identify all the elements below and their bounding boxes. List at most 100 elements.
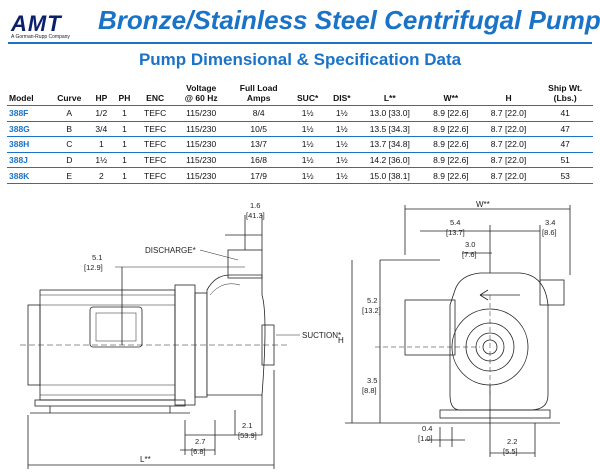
dim-c-in: 3.0 xyxy=(465,240,475,249)
column-header: Ship Wt.(Lbs.) xyxy=(537,82,593,106)
table-cell: 1 xyxy=(112,120,136,138)
column-header-text: SUC* xyxy=(297,93,319,103)
table-cell: TEFC xyxy=(136,151,175,169)
dim-f-in: 0.4 xyxy=(422,424,432,433)
table-cell: 8.9 [22.6] xyxy=(422,151,480,169)
table-cell: 115/230 xyxy=(174,151,229,169)
table-cell: 8.7 [22.0] xyxy=(479,136,538,153)
table-cell: 2 xyxy=(89,167,113,184)
column-header: Model xyxy=(7,82,49,106)
dim-top-mm: [41.3] xyxy=(246,211,265,220)
amt-logo: AMT A Gorman-Rupp Company xyxy=(5,6,91,40)
table-cell: 1 xyxy=(89,136,113,153)
table-cell: 1 xyxy=(112,151,136,169)
column-header-text: H xyxy=(505,93,512,103)
title-rule xyxy=(8,42,592,44)
table-cell: 1½ xyxy=(326,136,358,153)
column-header-text: (Lbs.) xyxy=(553,93,577,103)
column-header: L** xyxy=(357,82,423,106)
front-view-drawing xyxy=(345,205,571,457)
table-cell: 1½ xyxy=(289,151,327,169)
column-header: Voltage@ 60 Hz xyxy=(174,82,229,106)
dim-c-mm: [7.6] xyxy=(462,250,477,259)
table-cell: B xyxy=(48,120,90,138)
height-label: H xyxy=(338,336,344,345)
table-cell: 8.7 [22.0] xyxy=(479,151,538,169)
table-cell: 1½ xyxy=(326,120,358,138)
column-header: W** xyxy=(422,82,480,106)
table-cell: 47 xyxy=(537,120,593,138)
table-cell: 1½ xyxy=(289,167,327,184)
model-cell: 388J xyxy=(7,151,49,169)
table-cell: 15.0 [38.1] xyxy=(357,167,423,184)
dim-g-mm: [5.5] xyxy=(503,447,518,456)
table-cell: 8.9 [22.6] xyxy=(422,167,480,184)
model-cell: 388H xyxy=(7,136,49,153)
dim-g-in: 2.2 xyxy=(507,437,517,446)
table-cell: 3/4 xyxy=(89,120,113,138)
table-cell: 1½ xyxy=(89,151,113,169)
table-cell: 13/7 xyxy=(228,136,290,153)
column-header-text: L** xyxy=(383,93,396,103)
column-header-text: Voltage xyxy=(186,83,217,93)
column-header-text: @ 60 Hz xyxy=(184,93,218,103)
table-cell: 1/2 xyxy=(89,105,113,122)
logo-wordmark: AMT xyxy=(11,11,62,36)
table-cell: 13.5 [34.3] xyxy=(357,120,423,138)
table-cell: 13.7 [34.8] xyxy=(357,136,423,153)
model-cell: 388G xyxy=(7,120,49,138)
table-cell: 1½ xyxy=(289,105,327,122)
table-cell: 8.9 [22.6] xyxy=(422,120,480,138)
column-header: DIS* xyxy=(326,82,358,106)
column-header-text: HP xyxy=(95,93,108,103)
dim-e-in: 3.5 xyxy=(367,376,377,385)
column-header-text: DIS* xyxy=(333,93,351,103)
dim-a-in: 5.4 xyxy=(450,218,460,227)
table-cell: 41 xyxy=(537,105,593,122)
dim-bottom-in: 2.7 xyxy=(195,437,205,446)
section-title: Pump Dimensional & Specification Data xyxy=(138,50,462,69)
table-cell: 8.7 [22.0] xyxy=(479,167,538,184)
discharge-label: DISCHARGE* xyxy=(145,246,196,255)
dim-a-mm: [13.7] xyxy=(446,228,465,237)
column-header-text: PH xyxy=(118,93,131,103)
column-header-text: W** xyxy=(443,93,459,103)
table-cell: 1½ xyxy=(326,105,358,122)
dim-d-mm: [13.2] xyxy=(362,306,381,315)
length-label: L** xyxy=(140,455,151,464)
dim-left-in: 5.1 xyxy=(92,253,102,262)
table-cell: 115/230 xyxy=(174,105,229,122)
dim-e-mm: [8.8] xyxy=(362,386,377,395)
column-header-text: ENC xyxy=(146,93,165,103)
logo-tagline: A Gorman-Rupp Company xyxy=(11,34,70,40)
table-cell: 8.9 [22.6] xyxy=(422,105,480,122)
table-cell: 53 xyxy=(537,167,593,184)
column-header: H xyxy=(479,82,538,106)
table-cell: 10/5 xyxy=(228,120,290,138)
table-cell: TEFC xyxy=(136,120,175,138)
column-header: SUC* xyxy=(289,82,327,106)
width-label: W** xyxy=(476,200,490,209)
dim-top-in: 1.6 xyxy=(250,201,260,210)
table-cell: 16/8 xyxy=(228,151,290,169)
table-cell: 13.0 [33.0] xyxy=(357,105,423,122)
table-cell: 1½ xyxy=(289,136,327,153)
column-header: HP xyxy=(89,82,113,106)
column-header-text: Curve xyxy=(57,93,82,103)
table-cell: 8.9 [22.6] xyxy=(422,136,480,153)
table-cell: 1 xyxy=(112,167,136,184)
suction-label: SUCTION* xyxy=(302,331,341,340)
column-header: PH xyxy=(112,82,136,106)
dim-f-mm: [1.0] xyxy=(418,434,433,443)
table-cell: 17/9 xyxy=(228,167,290,184)
column-header: Curve xyxy=(48,82,90,106)
table-cell: 1 xyxy=(112,136,136,153)
table-cell: 8/4 xyxy=(228,105,290,122)
dim-b-mm: [8.6] xyxy=(542,228,557,237)
dim-right-mm: [53.9] xyxy=(238,431,257,440)
table-cell: 115/230 xyxy=(174,167,229,184)
